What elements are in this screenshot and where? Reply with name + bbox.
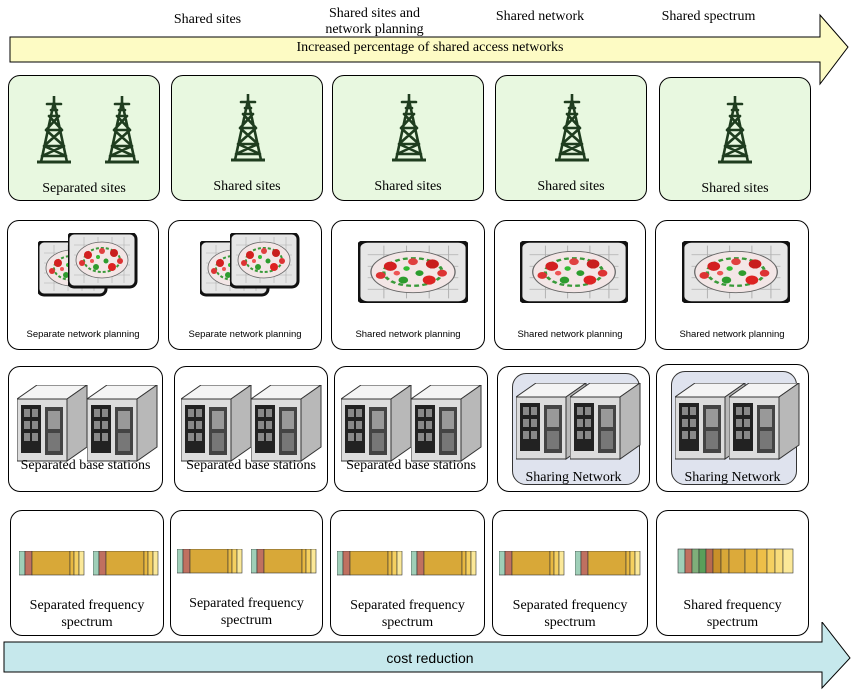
server-icon <box>570 383 641 460</box>
planning-box-4: Shared network planning <box>494 220 646 350</box>
station-box-5: Sharing Network <box>656 364 809 492</box>
tower-icon <box>390 94 428 162</box>
station-label: Sharing Network <box>525 470 622 485</box>
spectrum-label: Shared frequency spectrum <box>683 598 782 630</box>
spectrum-band-icon <box>337 551 403 576</box>
column-header-shared-sites-and-planning: Shared sites and network planning <box>325 6 424 37</box>
planning-label: Shared network planning <box>679 329 785 340</box>
server-icon <box>181 385 252 462</box>
site-box-2: Shared sites <box>171 75 323 201</box>
bottom-arrow <box>3 622 851 690</box>
planning-label: Separate network planning <box>26 329 140 340</box>
tower-icon <box>103 96 141 164</box>
planning-label: Separate network planning <box>188 329 302 340</box>
column-header-shared-network: Shared network <box>495 9 585 24</box>
site-box-5: Shared sites <box>659 77 811 201</box>
planning-box-3: Shared network planning <box>331 220 485 350</box>
spectrum-band-icon <box>93 551 159 576</box>
server-icon <box>87 385 158 462</box>
station-label: Sharing Network <box>684 470 781 485</box>
site-label: Shared sites <box>701 181 769 196</box>
station-box-2: Separated base stations <box>174 366 328 492</box>
site-label: Shared sites <box>374 179 442 194</box>
tower-icon <box>229 94 267 162</box>
spectrum-band-icon <box>499 551 565 576</box>
tower-icon <box>553 94 591 162</box>
server-icon <box>729 383 800 460</box>
planning-box-5: Shared network planning <box>655 220 809 350</box>
spectrum-box-4: Separated frequency spectrum <box>492 510 648 636</box>
coverage-map-icon <box>520 241 628 303</box>
spectrum-label: Separated frequency spectrum <box>189 596 304 628</box>
coverage-map-icon <box>358 241 468 303</box>
planning-label: Shared network planning <box>355 329 461 340</box>
planning-box-2: Separate network planning <box>168 220 322 350</box>
spectrum-band-icon <box>177 549 243 574</box>
station-label: Separated base stations <box>186 458 316 473</box>
server-icon <box>411 385 482 462</box>
coverage-map-icon <box>682 241 790 303</box>
site-box-3: Shared sites <box>332 75 484 201</box>
spectrum-band-icon <box>19 551 85 576</box>
spectrum-label: Separated frequency spectrum <box>512 598 628 630</box>
station-label: Separated base stations <box>20 458 151 473</box>
station-box-1: Separated base stations <box>8 366 163 492</box>
spectrum-box-2: Separated frequency spectrum <box>170 510 323 636</box>
column-header-shared-sites: Shared sites <box>173 12 242 27</box>
coverage-map-icon <box>68 233 138 289</box>
site-box-1: Separated sites <box>8 75 160 201</box>
site-label: Separated sites <box>42 181 126 196</box>
server-icon <box>251 385 322 462</box>
site-box-4: Shared sites <box>495 75 647 201</box>
station-box-3: Separated base stations <box>334 366 488 492</box>
spectrum-label: Separated frequency spectrum <box>29 598 145 630</box>
top-arrow <box>9 13 849 86</box>
spectrum-band-icon <box>575 551 641 576</box>
coverage-map-icon <box>230 233 300 289</box>
bottom-arrow-label: cost reduction <box>386 650 474 666</box>
spectrum-band-icon <box>251 549 317 574</box>
tower-icon <box>35 96 73 164</box>
server-icon <box>341 385 412 462</box>
planning-label: Shared network planning <box>517 329 623 340</box>
column-header-shared-spectrum: Shared spectrum <box>661 9 756 24</box>
spectrum-box-5: Shared frequency spectrum <box>656 510 809 636</box>
station-label: Separated base stations <box>346 458 476 473</box>
shared-spectrum-band-icon <box>677 548 794 574</box>
server-icon <box>17 385 88 462</box>
station-box-4: Sharing Network <box>497 366 650 492</box>
tower-icon <box>716 96 754 164</box>
planning-box-1: Separate network planning <box>7 220 159 350</box>
spectrum-band-icon <box>411 551 477 576</box>
spectrum-box-1: Separated frequency spectrum <box>10 510 164 636</box>
spectrum-label: Separated frequency spectrum <box>350 598 465 630</box>
spectrum-box-3: Separated frequency spectrum <box>330 510 485 636</box>
site-label: Shared sites <box>537 179 605 194</box>
site-label: Shared sites <box>213 179 281 194</box>
top-arrow-label: Increased percentage of shared access ne… <box>296 40 564 55</box>
